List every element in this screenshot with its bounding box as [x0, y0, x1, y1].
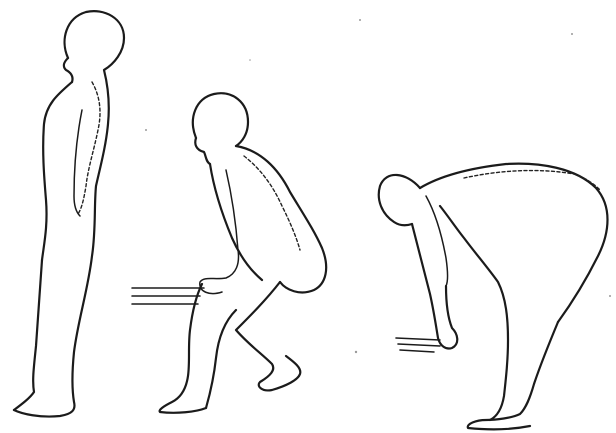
standing-front-torso — [42, 82, 72, 260]
bend-front-body — [440, 206, 508, 420]
squat-front-torso — [210, 164, 262, 280]
bend-rear-leg — [468, 322, 558, 429]
squat-head — [193, 93, 248, 146]
squat-back — [236, 146, 326, 292]
squat-face — [195, 138, 210, 164]
squat-arm — [200, 170, 239, 294]
figure-bending — [379, 164, 608, 430]
standing-front-leg — [14, 260, 42, 410]
squat-lift-object — [132, 288, 204, 304]
bend-upper-arm-back — [426, 196, 448, 286]
squat-inner-leg — [206, 310, 236, 408]
figure-standing — [14, 11, 124, 416]
bend-spine — [464, 171, 600, 190]
standing-spine — [78, 82, 100, 214]
squat-rear-leg — [236, 282, 300, 390]
squat-spine — [244, 156, 300, 250]
bend-back — [420, 164, 608, 322]
figure-squatting — [132, 93, 326, 413]
bend-arm — [412, 224, 457, 349]
standing-face — [64, 58, 73, 82]
bend-lift-object — [396, 338, 440, 352]
standing-arm — [74, 110, 82, 216]
bend-head — [379, 175, 420, 225]
